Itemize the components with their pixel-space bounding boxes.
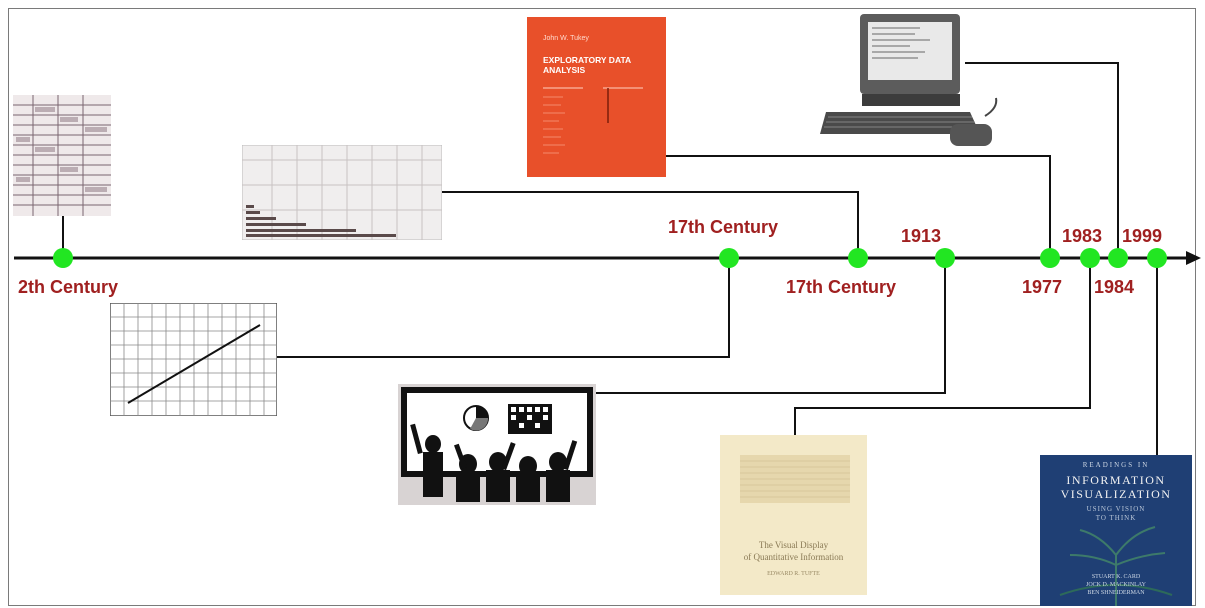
eda-book-author: John W. Tukey <box>543 35 589 42</box>
label-1977: 1977 <box>1022 277 1063 297</box>
label-1984: 1984 <box>1094 277 1135 297</box>
timeline-node <box>848 248 868 268</box>
timeline-node <box>1080 248 1100 268</box>
infovis-book-series: READINGS IN <box>1082 461 1150 469</box>
infovis-book-editors: STUART K. CARD JOCK D. MACKINLAY BEN SHN… <box>1086 574 1146 596</box>
statistical-table-chart-image <box>242 145 442 240</box>
connector-1983 <box>794 258 1091 435</box>
connector-1984 <box>965 62 1119 258</box>
connector-1977 <box>666 155 1051 258</box>
ancient-table-image <box>13 95 111 216</box>
label-17th-century-a: 17th Century <box>668 217 779 237</box>
tufte-book-title: The Visual Display of Quantitative Infor… <box>743 540 844 562</box>
connector-1913 <box>596 258 946 394</box>
line-graph-image <box>110 303 277 416</box>
label-1999: 1999 <box>1122 226 1163 246</box>
timeline-node <box>1147 248 1167 268</box>
timeline-arrowhead <box>1186 251 1201 265</box>
connector-17th-century-a <box>277 258 730 358</box>
label-1913: 1913 <box>901 226 942 246</box>
timeline-node <box>53 248 73 268</box>
diagram-frame <box>8 8 1196 606</box>
timeline-node <box>719 248 739 268</box>
timeline-node <box>1108 248 1128 268</box>
label-2th-century: 2th Century <box>18 277 119 297</box>
readings-information-visualization-book: READINGS IN INFORMATION VISUALIZATION US… <box>1040 455 1192 606</box>
presentation-audience-image <box>398 384 596 505</box>
infovis-book-title: INFORMATION VISUALIZATION <box>1060 473 1172 501</box>
visual-display-quantitative-information-book: The Visual Display of Quantitative Infor… <box>720 435 867 595</box>
infovis-book-cover-art <box>1059 526 1173 606</box>
tufte-book-cover-art <box>740 455 850 503</box>
tufte-book-author: EDWARD R. TUFTE <box>767 571 820 577</box>
eda-book-cover-art <box>543 87 643 154</box>
eda-book-title: EXPLORATORY DATA ANALYSIS <box>543 55 632 75</box>
label-1983: 1983 <box>1062 226 1103 246</box>
personal-computer-image <box>820 12 1000 150</box>
infovis-book-subtitle: USING VISION TO THINK <box>1086 505 1146 522</box>
label-17th-century-b: 17th Century <box>786 277 897 297</box>
exploratory-data-analysis-book: John W. Tukey EXPLORATORY DATA ANALYSIS <box>527 17 666 177</box>
timeline-node <box>1040 248 1060 268</box>
connector-17th-century-b <box>442 191 859 258</box>
timeline-node <box>935 248 955 268</box>
